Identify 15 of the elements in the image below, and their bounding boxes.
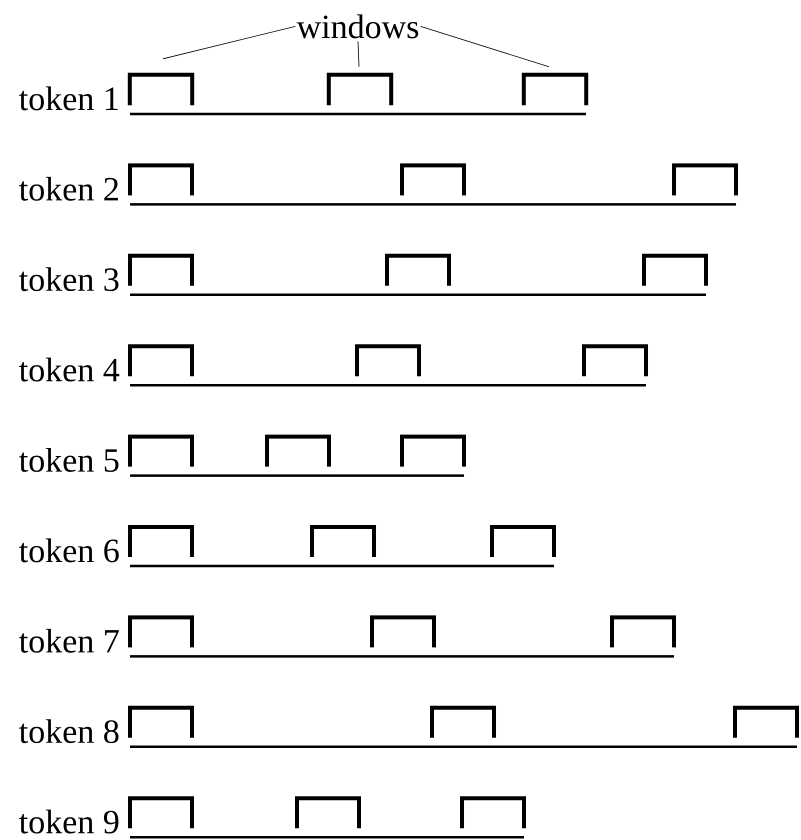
- leader-line: [162, 26, 296, 60]
- token-label: token 5: [19, 448, 118, 472]
- leader-line: [358, 41, 360, 68]
- window-bracket: [522, 72, 588, 106]
- token-label: token 4: [19, 358, 120, 382]
- token-label: token 8: [19, 719, 118, 744]
- token-label: token 9: [19, 810, 118, 834]
- token-label: token 2: [19, 176, 118, 201]
- token-label: token 7: [19, 628, 119, 653]
- token-label: token 6: [19, 538, 119, 562]
- callout-label: windows: [296, 14, 418, 38]
- window-bracket: [326, 72, 394, 106]
- token-label: token 3: [19, 267, 118, 292]
- window-bracket: [128, 72, 194, 106]
- leader-line: [420, 26, 550, 68]
